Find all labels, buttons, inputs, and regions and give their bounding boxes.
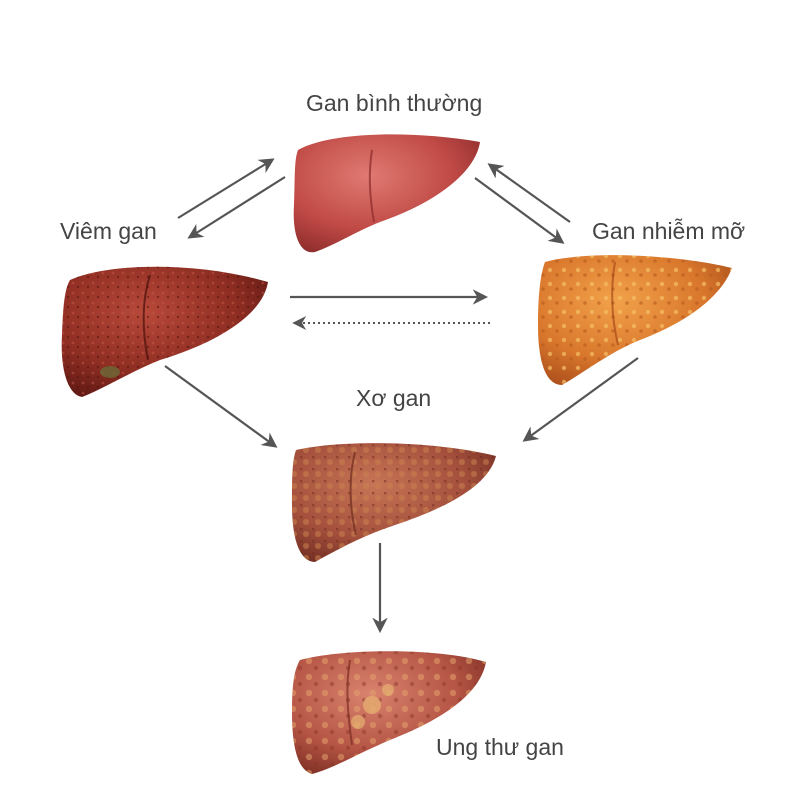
arrow-icon-normal-to-hep — [187, 176, 286, 239]
label-fatty-liver: Gan nhiễm mỡ — [592, 218, 746, 244]
liver-icon-cancer — [292, 651, 486, 774]
arrow-icon-fatty-to-cirrhosis — [522, 357, 639, 442]
label-liver-cancer: Ung thư gan — [436, 734, 564, 760]
arrow-icon-normal-to-fatty — [474, 177, 565, 244]
arrow-icon-hep-to-cirrhosis — [164, 365, 278, 448]
liver-icon-fatty — [538, 255, 732, 385]
liver-icon-cirrhosis — [292, 443, 496, 562]
liver-icon-hepatitis — [61, 266, 268, 397]
arrow-icon-fatty-to-normal — [487, 163, 571, 223]
arrow-icon-hep-to-normal — [177, 158, 275, 219]
label-cirrhosis: Xơ gan — [356, 385, 432, 411]
label-hepatitis: Viêm gan — [60, 218, 157, 244]
label-normal-liver: Gan bình thường — [306, 90, 483, 116]
liver-icon-normal — [293, 134, 480, 253]
